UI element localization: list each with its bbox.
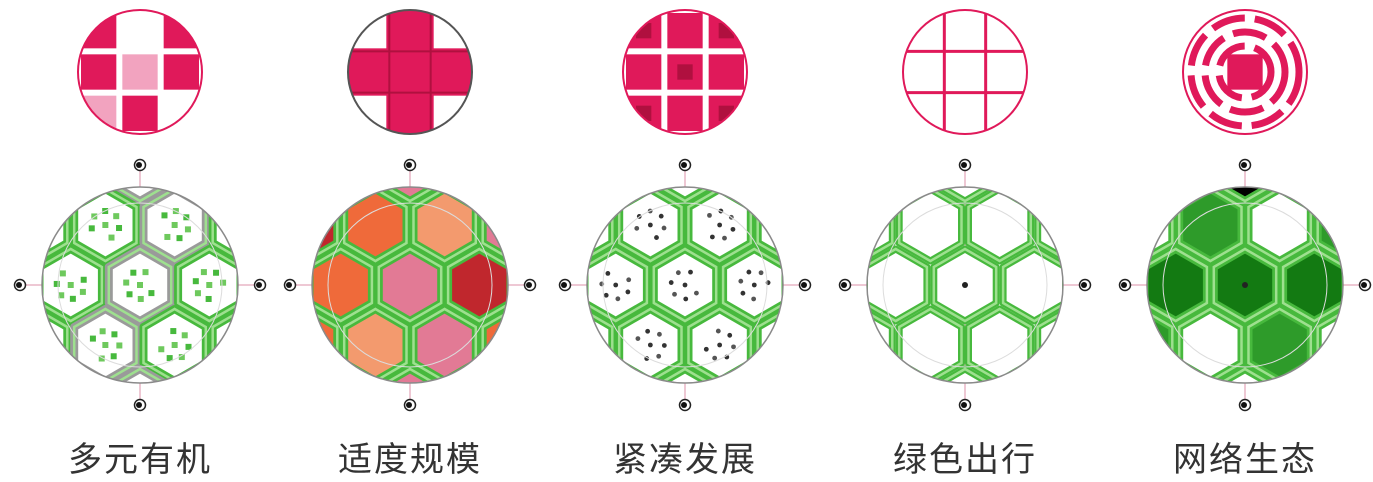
top-circle-outline — [902, 9, 1028, 135]
hex-cell — [867, 305, 896, 383]
hex-cell — [444, 245, 508, 325]
compass-marker-icon — [1358, 278, 1372, 292]
hex-cell — [1034, 305, 1063, 383]
caption-compact-development: 紧凑发展 — [613, 440, 757, 480]
bottom-circle-network-ecology — [1118, 158, 1372, 412]
checker-cell — [122, 54, 158, 90]
bottom-circle-compact-development — [558, 158, 812, 412]
compass-marker-icon — [403, 158, 417, 172]
hex-cell — [587, 305, 617, 383]
caption-diverse-organic: 多元有机 — [68, 440, 212, 480]
hex-cell — [312, 305, 342, 383]
checker-cell — [122, 13, 158, 49]
compass-marker-icon — [1118, 278, 1132, 292]
hex-cell — [42, 187, 72, 265]
top-circle-outline — [77, 9, 203, 135]
caption-network-ecology: 网络生态 — [1173, 440, 1317, 480]
bottom-circle-diverse-organic — [13, 158, 267, 412]
compass-marker-icon — [1238, 158, 1252, 172]
hex-cell — [312, 245, 376, 325]
bottom-circle-moderate-scale — [283, 158, 537, 412]
compass-marker-icon — [253, 278, 267, 292]
compass-marker-icon — [798, 278, 812, 292]
top-circle-diverse-organic — [77, 9, 203, 135]
top-circle-outline — [1182, 9, 1308, 135]
checker-cell — [122, 95, 158, 131]
hex-cell — [867, 187, 896, 265]
hex-cell — [1279, 245, 1343, 325]
bottom-circle-green-travel — [838, 158, 1092, 412]
hex-cell — [587, 187, 617, 265]
compass-marker-icon — [1238, 398, 1252, 412]
hex-cell — [42, 305, 72, 383]
hex-cell — [1313, 187, 1343, 265]
hex-cell — [478, 187, 508, 265]
hex-cell — [374, 245, 446, 325]
top-circle-moderate-scale — [347, 9, 473, 135]
compass-marker-icon — [678, 398, 692, 412]
top-circle-network-ecology — [1182, 9, 1308, 135]
hex-cell — [999, 245, 1063, 325]
compass-marker-icon — [523, 278, 537, 292]
hex-cell — [867, 245, 931, 325]
compass-marker-icon — [283, 278, 297, 292]
bottom-circle-outline — [586, 186, 784, 384]
hex-cell — [753, 305, 783, 383]
bottom-circle-outline — [866, 186, 1064, 384]
bottom-circle-outline — [41, 186, 239, 384]
hex-cell — [208, 305, 238, 383]
top-circle-outline — [622, 9, 748, 135]
hex-cell — [1147, 245, 1211, 325]
bottom-circle-outline — [311, 186, 509, 384]
compass-marker-icon — [403, 398, 417, 412]
checker-cell — [163, 54, 199, 90]
compass-marker-icon — [133, 398, 147, 412]
hex-cell — [1147, 305, 1177, 383]
compass-marker-icon — [958, 398, 972, 412]
hex-cell — [208, 187, 238, 265]
compass-marker-icon — [1078, 278, 1092, 292]
compass-marker-icon — [678, 158, 692, 172]
caption-green-travel: 绿色出行 — [893, 440, 1037, 480]
bottom-circle-outline — [1146, 186, 1344, 384]
top-circle-green-travel — [902, 9, 1028, 135]
hex-cell — [312, 187, 342, 265]
hex-cell — [1034, 187, 1063, 265]
compass-marker-icon — [13, 278, 27, 292]
top-circle-outline — [347, 9, 473, 135]
compass-marker-icon — [133, 158, 147, 172]
hex-cell — [478, 305, 508, 383]
compass-marker-icon — [558, 278, 572, 292]
hex-cell — [1313, 305, 1343, 383]
hex-cell — [753, 187, 783, 265]
hex-cell — [1147, 187, 1177, 265]
checker-cell — [81, 54, 117, 90]
caption-moderate-scale: 适度规模 — [338, 440, 482, 480]
compass-marker-icon — [958, 158, 972, 172]
compass-marker-icon — [838, 278, 852, 292]
top-circle-compact-development — [622, 9, 748, 135]
